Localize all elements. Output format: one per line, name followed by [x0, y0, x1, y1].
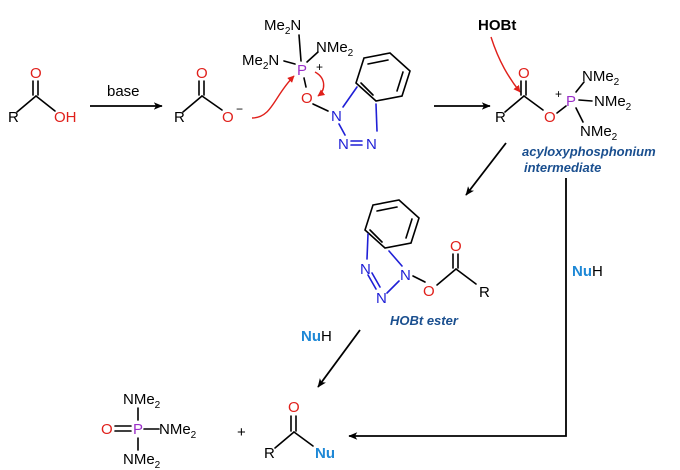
nme2-label: NMe2 — [159, 421, 197, 441]
benzene-ring — [364, 199, 420, 249]
bond — [556, 105, 567, 114]
carboxylate-anion: R O O − — [174, 65, 243, 126]
bond — [578, 99, 593, 102]
ester-oxygen-label: O — [544, 109, 556, 126]
bond — [342, 86, 358, 108]
base-label: base — [107, 83, 140, 100]
r-group-label: R — [264, 445, 275, 462]
bond — [274, 431, 295, 449]
bond — [523, 95, 544, 111]
intermediate-label-line1: acyloxyphosphonium — [522, 144, 656, 159]
bond — [405, 218, 413, 239]
bond — [436, 268, 457, 286]
nme2-label: NMe2 — [316, 39, 354, 59]
bond — [312, 103, 329, 112]
ester-oxygen-label: O — [423, 283, 435, 300]
r-group-label: R — [479, 284, 490, 301]
acyloxyphosphonium: R O O P + NMe2 NMe2 NMe2 — [495, 65, 632, 143]
bond — [504, 95, 525, 113]
bond — [396, 71, 404, 92]
nme2-label: NMe2 — [123, 391, 161, 411]
hobt-label: HOBt — [478, 17, 516, 34]
reaction-arrow-to-ester — [465, 142, 507, 196]
bond — [575, 81, 585, 93]
carboxylic-acid: R O OH — [8, 65, 77, 126]
bond — [386, 280, 400, 294]
curly-arrow-attack — [251, 75, 295, 119]
r-group-label: R — [174, 109, 185, 126]
nucleophile-label: Nu — [315, 445, 335, 462]
nme2-label: Me2N — [242, 52, 279, 72]
bond — [375, 103, 378, 132]
bond — [371, 272, 381, 288]
bond — [360, 82, 374, 96]
oxygen-label: O — [301, 90, 313, 107]
positive-charge: + — [555, 87, 562, 101]
carbonyl-oxygen-label: O — [196, 65, 208, 82]
carbonyl-oxygen-label: O — [450, 238, 462, 255]
phosphorus-label: P — [566, 93, 576, 110]
bond — [16, 95, 37, 113]
bond — [35, 95, 56, 112]
bond — [298, 34, 302, 62]
r-group-label: R — [495, 109, 506, 126]
n2-label: N — [338, 136, 349, 153]
bond — [293, 431, 314, 447]
carbonyl-oxygen-label: O — [288, 399, 300, 416]
n1-label: N — [331, 108, 342, 125]
bond — [412, 275, 426, 283]
bond — [283, 60, 296, 65]
bond — [367, 274, 377, 290]
nme2-label: Me2N — [264, 17, 301, 37]
bond — [575, 107, 584, 123]
nme2-label: NMe2 — [580, 123, 618, 143]
n-label: N — [400, 267, 411, 284]
hobt-ester-label: HOBt ester — [390, 313, 459, 328]
negative-charge: − — [236, 102, 243, 116]
n-label: N — [376, 290, 387, 307]
amide-product: R O Nu — [264, 399, 335, 462]
carboxylate-oxygen-label: O — [222, 109, 234, 126]
nuh-label-right: NuH — [572, 263, 603, 280]
carbonyl-oxygen-label: O — [30, 65, 42, 82]
bond — [369, 229, 383, 243]
hobt-ester: N N N O O R — [360, 199, 490, 307]
direct-pathway-arrow — [348, 178, 567, 440]
hmpa-byproduct: P O NMe2 NMe2 NMe2 — [101, 391, 197, 470]
bond — [201, 95, 223, 111]
bond — [376, 206, 398, 212]
reaction-arrow-to-amide — [317, 329, 361, 388]
bond — [388, 250, 403, 267]
n-label: N — [360, 261, 371, 278]
hydroxyl-label: OH — [54, 109, 77, 126]
bond — [338, 123, 346, 136]
curly-arrow-hobt — [490, 36, 521, 93]
bond — [182, 95, 203, 113]
phosphorus-label: P — [297, 62, 307, 79]
bond — [367, 59, 389, 65]
bond — [303, 77, 307, 88]
nme2-label: NMe2 — [582, 68, 620, 88]
plus-sign: + — [237, 424, 246, 441]
r-group-label: R — [8, 109, 19, 126]
benzotriazole-ring-upper: N N N — [331, 52, 411, 153]
phosphonium-reagent: Me2N Me2N NMe2 P + O — [242, 17, 354, 112]
bond — [455, 268, 477, 285]
carbonyl-oxygen-label: O — [518, 65, 530, 82]
nme2-label: NMe2 — [594, 93, 632, 113]
positive-charge: + — [316, 60, 323, 74]
phosphorus-label: P — [133, 421, 143, 438]
bond — [366, 233, 369, 260]
intermediate-label-line2: intermediate — [524, 160, 601, 175]
n3-label: N — [366, 136, 377, 153]
oxygen-label: O — [101, 421, 113, 438]
benzene-ring — [355, 52, 411, 102]
nme2-label: NMe2 — [123, 451, 161, 470]
bond — [306, 51, 319, 63]
nuh-label-left: NuH — [301, 328, 332, 345]
curly-arrow-leaving — [314, 71, 326, 97]
